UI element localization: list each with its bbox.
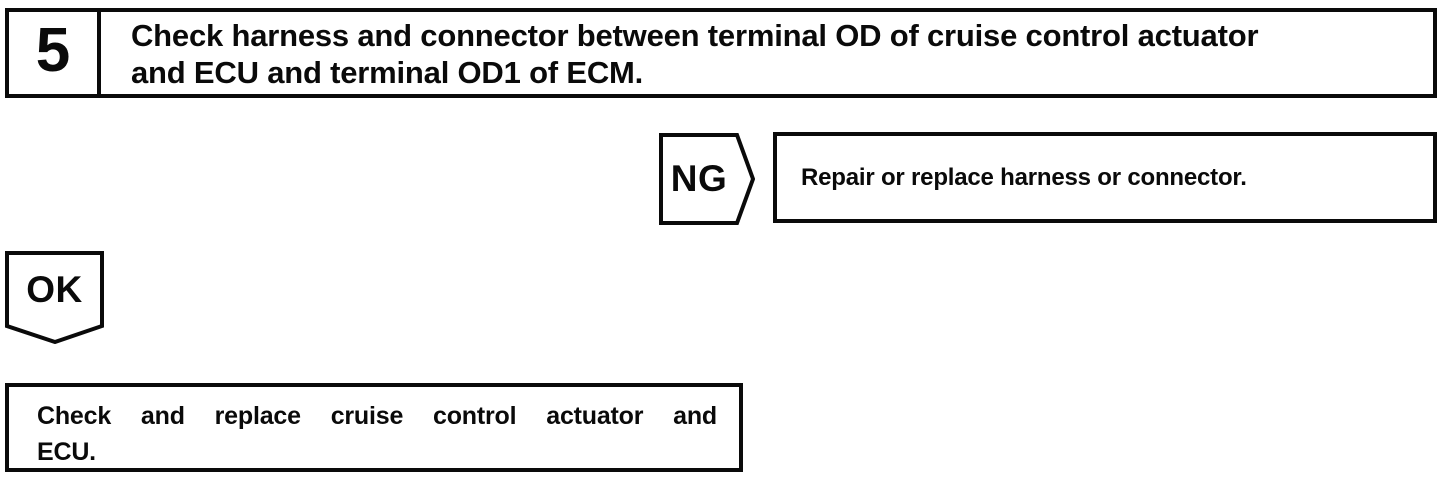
step-instruction: Check harness and connector between term…	[101, 12, 1433, 94]
step-box: 5 Check harness and connector between te…	[5, 8, 1437, 98]
ng-action-text: Repair or replace harness or connector.	[801, 163, 1247, 191]
ok-action-line-1: Check and replace cruise control actuato…	[37, 402, 717, 430]
step-number: 5	[9, 12, 101, 94]
ng-arrow-shape-icon	[659, 133, 755, 225]
ok-label: OK	[26, 268, 83, 310]
ok-connector: OK	[5, 251, 104, 344]
ng-label: NG	[670, 158, 728, 199]
ok-action-line-2: ECU.	[37, 438, 96, 466]
step-instruction-line-2: and ECU and terminal OD1 of ECM.	[131, 55, 644, 90]
ng-connector: NG	[659, 133, 755, 225]
ok-arrow-shape-icon	[5, 251, 104, 344]
ng-action-box: Repair or replace harness or connector.	[773, 132, 1437, 223]
ok-action-box: Check and replace cruise control actuato…	[5, 383, 743, 472]
step-instruction-line-1: Check harness and connector between term…	[131, 18, 1259, 53]
